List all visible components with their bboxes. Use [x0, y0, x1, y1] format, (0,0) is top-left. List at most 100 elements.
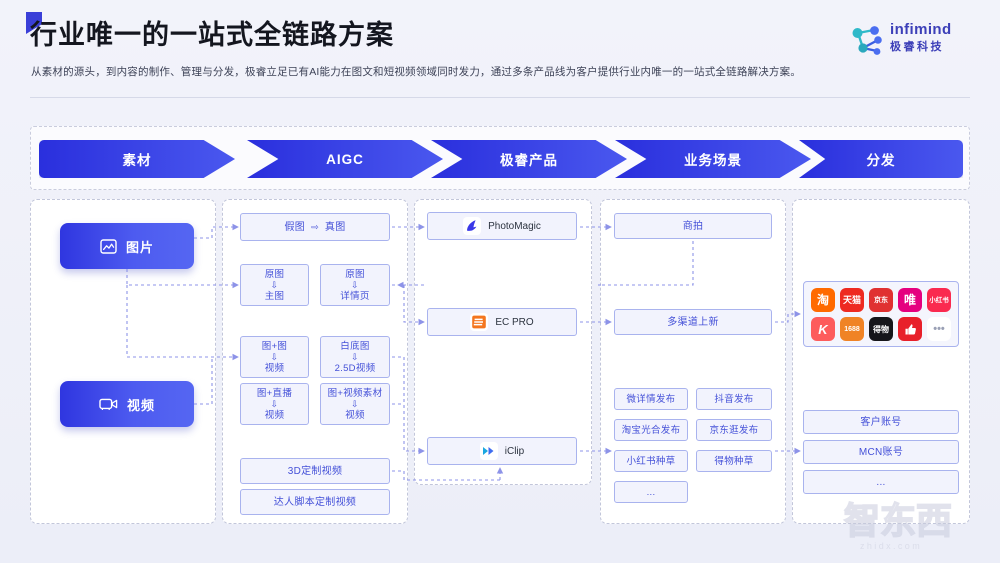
account-label-more: ...: [876, 476, 886, 488]
aigc-card-0[interactable]: 假图 ⇨ 真图: [240, 213, 390, 241]
source-item-video[interactable]: 视频: [60, 381, 194, 427]
tmall-icon[interactable]: 天猫: [840, 288, 864, 312]
logo-mark-icon: [848, 26, 886, 58]
dewu-icon[interactable]: 得物: [869, 317, 893, 341]
watermark: 智东西 zhidx.com: [834, 493, 984, 557]
scene-card-multichannel[interactable]: 多渠道上新: [614, 309, 772, 335]
aigc-card-0-from: 假图: [284, 221, 306, 233]
aigc-card-5-from: 图+直播: [256, 387, 293, 399]
logo-text: infimind 极睿科技: [890, 22, 952, 54]
header-divider: [30, 97, 970, 98]
brand-logo: infimind 极睿科技: [848, 20, 978, 64]
product-card-iclip[interactable]: iClip: [427, 437, 577, 465]
aigc-card-2-to: 详情页: [340, 290, 370, 302]
arrow-down-icon: ⇩: [270, 398, 279, 409]
aigc-card-8[interactable]: 达人脚本定制视频: [240, 489, 390, 515]
scene-label-1: 抖音发布: [714, 393, 754, 405]
stage-label-3: 业务场景: [684, 153, 742, 168]
photomagic-logo-icon: [463, 217, 482, 235]
more-icon[interactable]: •••: [927, 317, 951, 341]
scene-label-5: 得物种草: [714, 455, 754, 467]
aigc-card-3-from: 图+图: [261, 340, 288, 352]
lane-scenes: [600, 199, 786, 524]
stage-chevron-4[interactable]: 分发: [799, 140, 963, 178]
source-item-image[interactable]: 图片: [60, 223, 194, 269]
scene-card-more[interactable]: ...: [614, 481, 688, 503]
image-icon: [100, 238, 117, 254]
source-label-image: 图片: [125, 239, 154, 255]
aigc-card-2[interactable]: 原图 ⇩ 详情页: [320, 264, 390, 306]
stage-label-2: 极睿产品: [500, 153, 558, 168]
stage-label-1: AIGC: [326, 151, 364, 167]
scene-label-3: 京东逛发布: [709, 424, 759, 436]
account-card-mcn[interactable]: MCN账号: [803, 440, 959, 464]
product-name-photomagic: PhotoMagic: [488, 220, 541, 232]
iclip-logo-icon: [479, 442, 498, 460]
arrow-down-icon: ⇩: [270, 279, 279, 290]
scene-label-more: ...: [646, 486, 656, 498]
aigc-card-8-label: 达人脚本定制视频: [273, 496, 357, 508]
scene-label-shangpai: 商拍: [682, 220, 704, 232]
stage-label-4: 分发: [866, 153, 896, 168]
aigc-card-1-from: 原图: [264, 268, 285, 280]
aigc-card-4[interactable]: 白底图 ⇩ 2.5D视频: [320, 336, 390, 378]
arrow-down-icon: ⇩: [270, 351, 279, 362]
aigc-card-7[interactable]: 3D定制视频: [240, 458, 390, 484]
scene-label-4: 小红书种草: [626, 455, 676, 467]
vip-icon[interactable]: 唯: [898, 288, 922, 312]
aigc-card-5-to: 视频: [264, 409, 285, 421]
scene-card-0[interactable]: 微详情发布: [614, 388, 688, 410]
account-label-customer: 客户账号: [860, 416, 902, 428]
arrow-down-icon: ⇩: [351, 279, 359, 290]
aigc-card-6[interactable]: 图+视频素材 ⇩ 视频: [320, 383, 390, 425]
arrow-down-icon: ⇩: [351, 398, 359, 409]
scene-card-3[interactable]: 京东逛发布: [696, 419, 772, 441]
aigc-card-7-label: 3D定制视频: [287, 465, 343, 477]
jd-icon[interactable]: 京东: [869, 288, 893, 312]
scene-label-multichannel: 多渠道上新: [667, 316, 719, 328]
aigc-card-1[interactable]: 原图 ⇩ 主图: [240, 264, 309, 306]
header: 行业唯一的一站式全链路方案 从素材的源头，到内容的制作、管理与分发，极睿立足已有…: [0, 0, 1000, 100]
aigc-card-6-from: 图+视频素材: [327, 387, 383, 399]
aigc-card-4-from: 白底图: [340, 340, 370, 352]
thumb-up-icon[interactable]: [898, 317, 922, 341]
scene-card-2[interactable]: 淘宝光合发布: [614, 419, 688, 441]
ecpro-logo-icon: [470, 313, 489, 331]
aigc-card-1-to: 主图: [264, 290, 285, 302]
scene-card-shangpai[interactable]: 商拍: [614, 213, 772, 239]
aigc-card-5[interactable]: 图+直播 ⇩ 视频: [240, 383, 309, 425]
account-card-more[interactable]: ...: [803, 470, 959, 494]
stage-chevron-3[interactable]: 业务场景: [615, 140, 811, 178]
watermark-cn: 智东西: [844, 500, 952, 541]
stage-chevron-0[interactable]: 素材: [39, 140, 235, 178]
logo-en: infimind: [890, 21, 952, 38]
alibaba-1688-icon[interactable]: 1688: [840, 317, 864, 341]
arrow-down-icon: ⇩: [351, 351, 359, 362]
video-camera-icon: [99, 397, 118, 411]
stage-chevron-2[interactable]: 极睿产品: [431, 140, 627, 178]
account-label-mcn: MCN账号: [858, 446, 904, 458]
stage-chevron-1[interactable]: AIGC: [247, 140, 443, 178]
aigc-card-6-to: 视频: [345, 409, 365, 421]
aigc-card-0-to: 真图: [324, 221, 346, 233]
lane-distribution: [792, 199, 970, 524]
kuaishou-icon[interactable]: K: [811, 317, 835, 341]
stage-label-0: 素材: [122, 153, 152, 168]
stage-banner: 素材 AIGC 极睿产品 业务场景 分发: [30, 126, 970, 190]
page-subtitle: 从素材的源头，到内容的制作、管理与分发，极睿立足已有AI能力在图文和短视频领域同…: [31, 66, 802, 78]
scene-label-2: 淘宝光合发布: [621, 424, 681, 436]
source-label-video: 视频: [126, 397, 155, 413]
watermark-en: zhidx.com: [860, 541, 922, 551]
scene-card-5[interactable]: 得物种草: [696, 450, 772, 472]
product-card-ecpro[interactable]: EC PRO: [427, 308, 577, 336]
taobao-icon[interactable]: 淘: [811, 288, 835, 312]
aigc-card-4-to: 2.5D视频: [334, 362, 376, 374]
scene-card-4[interactable]: 小红书种草: [614, 450, 688, 472]
platform-icon-grid: 淘 天猫 京东 唯 小红书 K 1688 得物 •••: [803, 281, 959, 347]
scene-card-1[interactable]: 抖音发布: [696, 388, 772, 410]
product-card-photomagic[interactable]: PhotoMagic: [427, 212, 577, 240]
account-card-customer[interactable]: 客户账号: [803, 410, 959, 434]
arrow-right-icon: ⇨: [311, 221, 319, 232]
xiaohongshu-icon[interactable]: 小红书: [927, 288, 951, 312]
aigc-card-3[interactable]: 图+图 ⇩ 视频: [240, 336, 309, 378]
